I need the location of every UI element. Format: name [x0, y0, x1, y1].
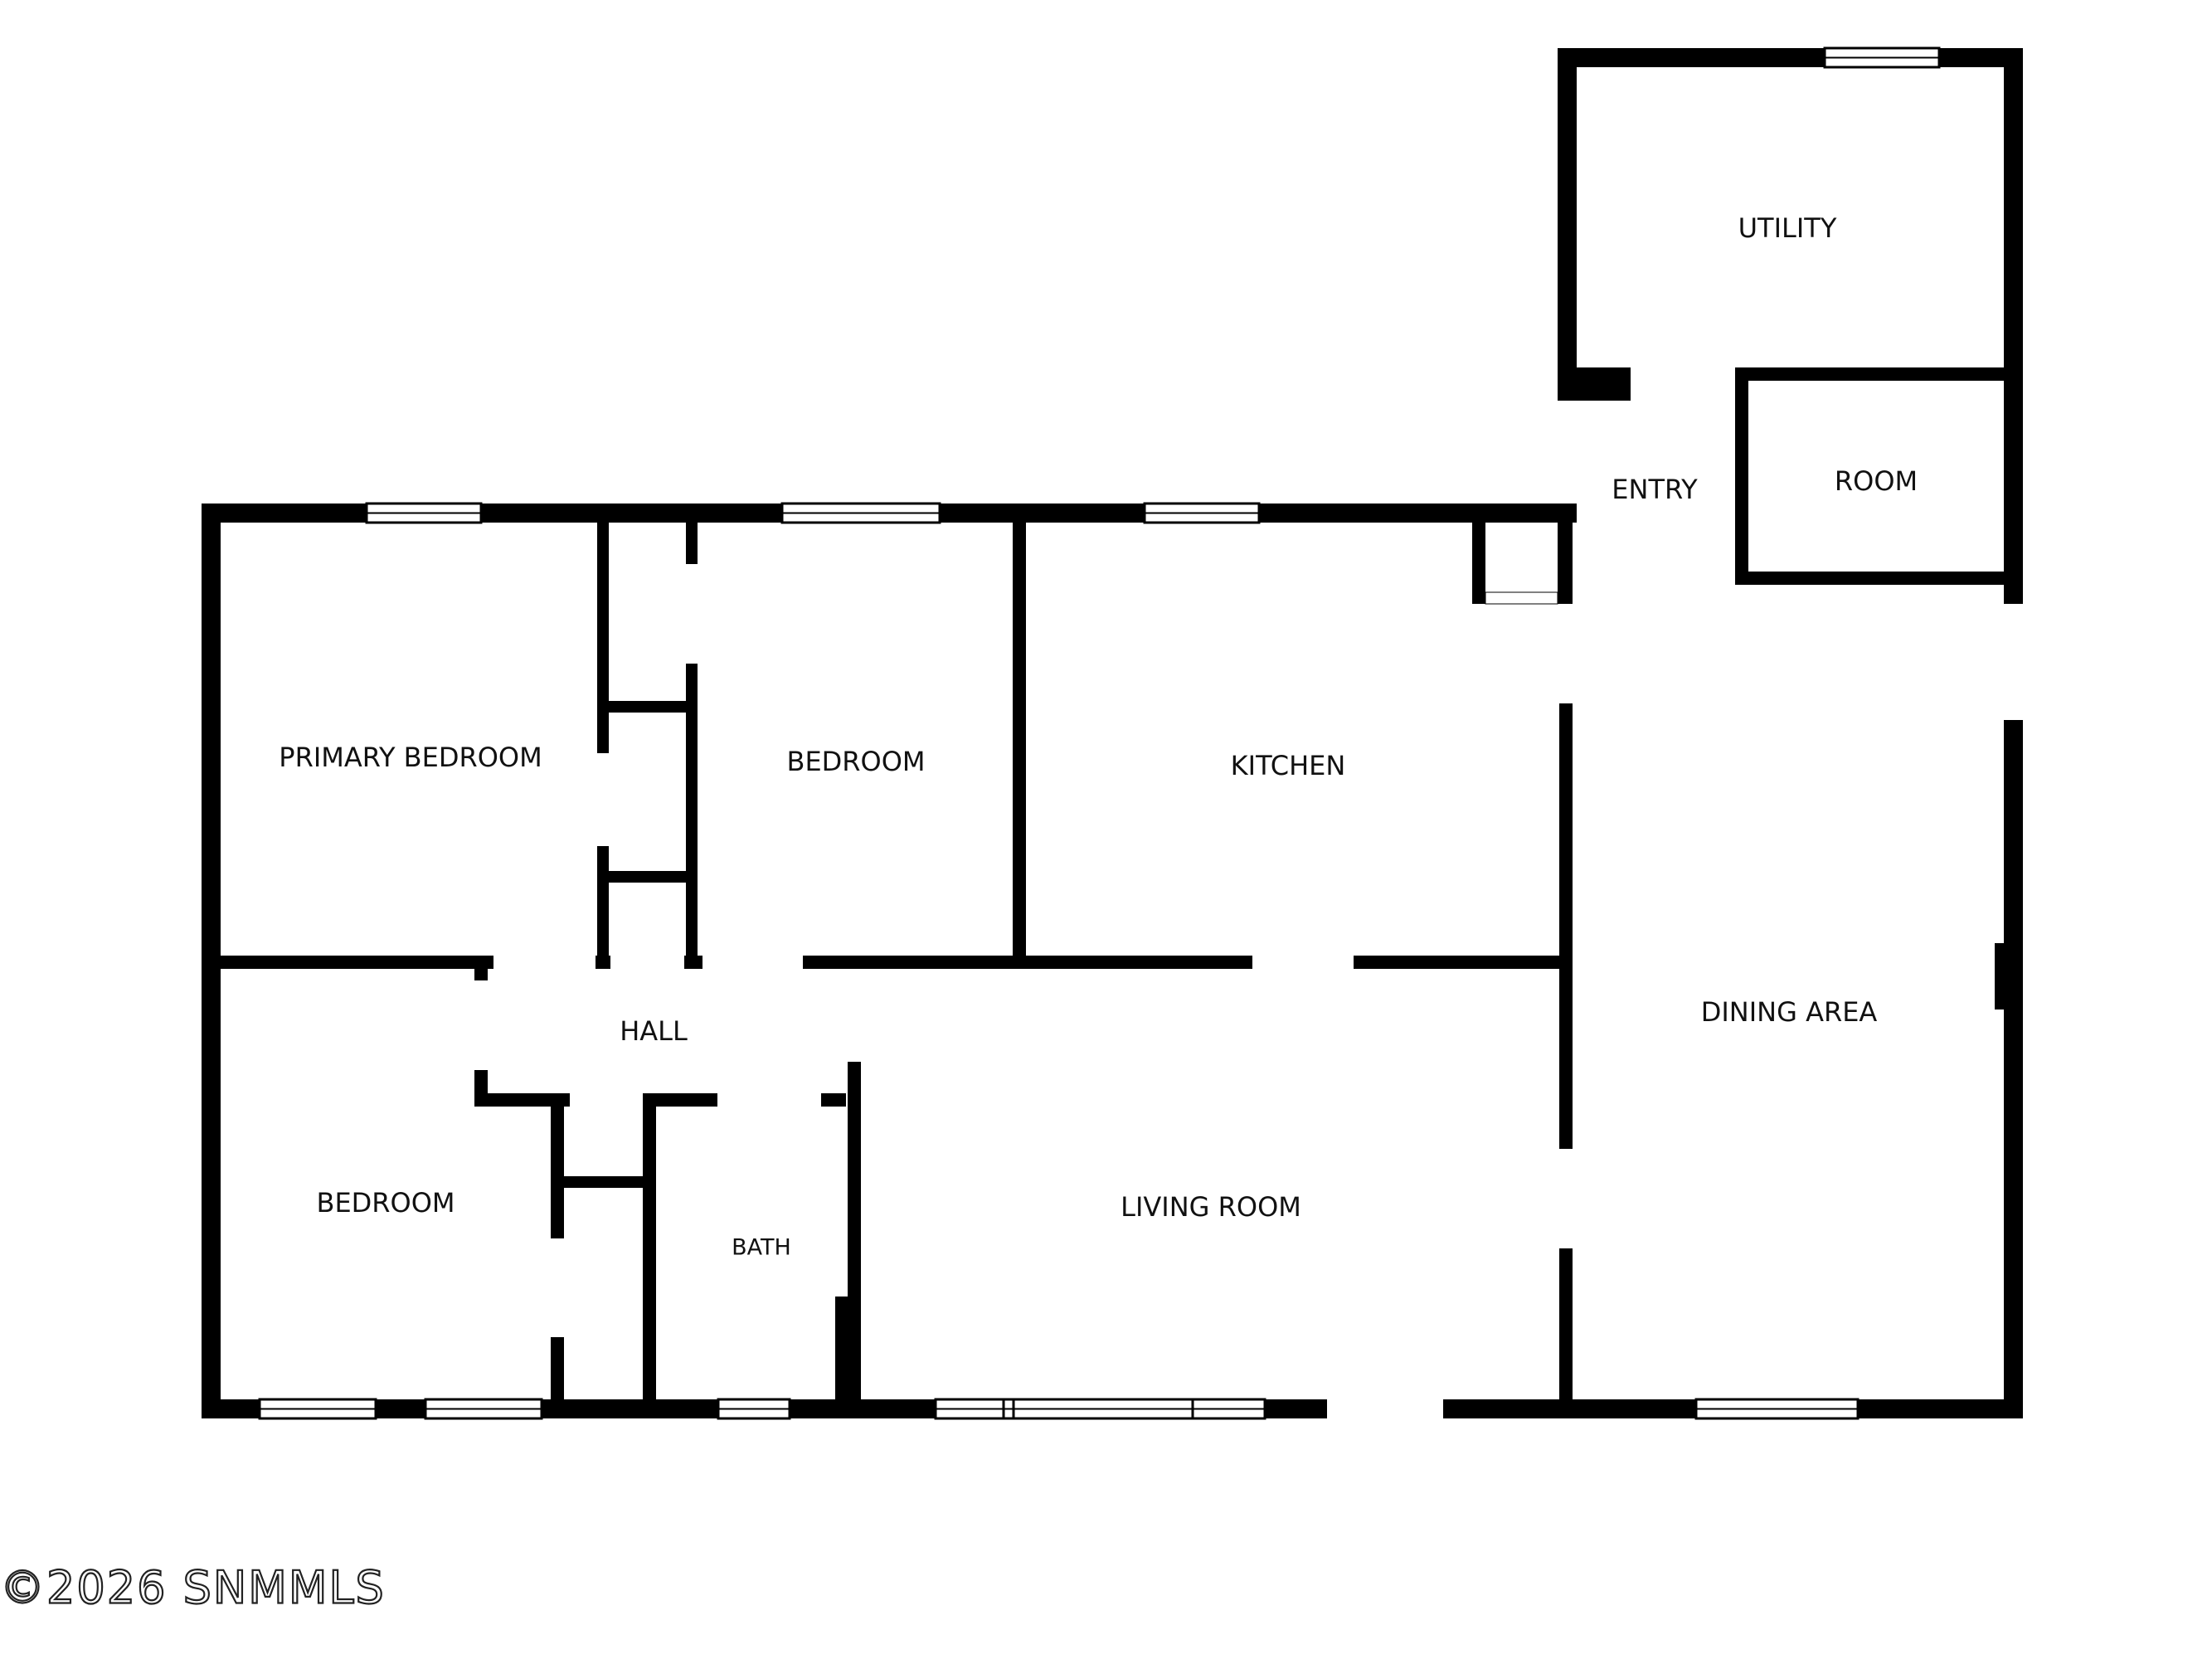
closet-shelf-3 — [551, 1176, 654, 1188]
window-bedroom-south-1 — [258, 1398, 377, 1420]
room-labels: UTILITY ENTRY ROOM PRIMARY BEDROOM BEDRO… — [279, 212, 1918, 1261]
door-openings — [1327, 591, 1558, 1418]
hall-west-stub-top — [474, 956, 488, 980]
wall-dining-west-lower — [1559, 1248, 1573, 1418]
pantry-door — [1485, 591, 1558, 605]
wall-closet-bath — [643, 1093, 656, 1418]
window-kitchen-north — [1143, 502, 1261, 524]
pantry-south-west-stub — [1472, 592, 1487, 604]
watermark-copyright: ©2026 SNMMLS — [0, 1562, 386, 1614]
window-utility-north — [1823, 46, 1941, 69]
hall-south-2 — [643, 1093, 717, 1107]
room-label-utility: UTILITY — [1738, 212, 1837, 244]
wall-east-upper — [2004, 48, 2023, 604]
wall-north-wing — [1558, 48, 2023, 67]
room-label-dining-area: DINING AREA — [1701, 996, 1878, 1028]
hall-south-3 — [821, 1093, 846, 1107]
window-bedroom-south-2 — [424, 1398, 543, 1420]
dining-east-pillar — [1995, 943, 2010, 1010]
walls — [202, 48, 2023, 1418]
closet-shelf-1 — [597, 701, 698, 713]
window-living-south — [934, 1398, 1266, 1420]
wall-bedroom-kitchen — [1013, 521, 1026, 969]
room-label-bath: BATH — [732, 1235, 791, 1261]
wall-bedroom-closet — [551, 1093, 564, 1238]
windows — [258, 46, 1941, 1420]
closet-shelf-2 — [597, 871, 698, 883]
wall-east-lower — [2004, 720, 2023, 1418]
wall-bath-living-stub — [835, 1297, 861, 1418]
wall-room-south — [1735, 572, 2023, 585]
room-label-bedroom-south: BEDROOM — [316, 1187, 455, 1219]
wall-closet-east-upper — [686, 521, 698, 564]
window-bath-south — [717, 1398, 791, 1420]
hall-south-1 — [474, 1093, 570, 1107]
wall-center-4 — [803, 956, 1252, 969]
wall-bedroom-closet-lower — [551, 1337, 564, 1418]
room-label-entry: ENTRY — [1612, 474, 1698, 505]
room-label-living-room: LIVING ROOM — [1121, 1191, 1301, 1223]
wall-primary-east-lower — [597, 846, 609, 969]
wall-utility-south — [1735, 367, 2023, 381]
room-label-bedroom-north: BEDROOM — [786, 746, 925, 777]
room-label-room: ROOM — [1835, 465, 1918, 497]
room-label-primary-bedroom: PRIMARY BEDROOM — [279, 742, 542, 773]
wall-entry-stub — [1558, 367, 1631, 401]
wall-east-wing-west-upper — [1558, 48, 1577, 397]
window-primary-north — [365, 502, 483, 524]
wall-center-1 — [202, 956, 493, 969]
wall-kitchen-east-upper — [1559, 518, 1573, 604]
wall-primary-east-upper — [597, 521, 609, 753]
pantry-west — [1472, 521, 1485, 604]
window-bedroom-north — [780, 502, 941, 524]
wall-center-5 — [1354, 956, 1573, 969]
window-dining-south — [1694, 1398, 1860, 1420]
wall-closet-east-lower — [686, 664, 698, 969]
door-living-south — [1327, 1399, 1443, 1418]
room-label-kitchen: KITCHEN — [1231, 750, 1346, 781]
room-label-hall: HALL — [620, 1015, 688, 1047]
wall-room-west — [1735, 367, 1748, 583]
wall-dining-west-mid — [1559, 703, 1573, 1149]
